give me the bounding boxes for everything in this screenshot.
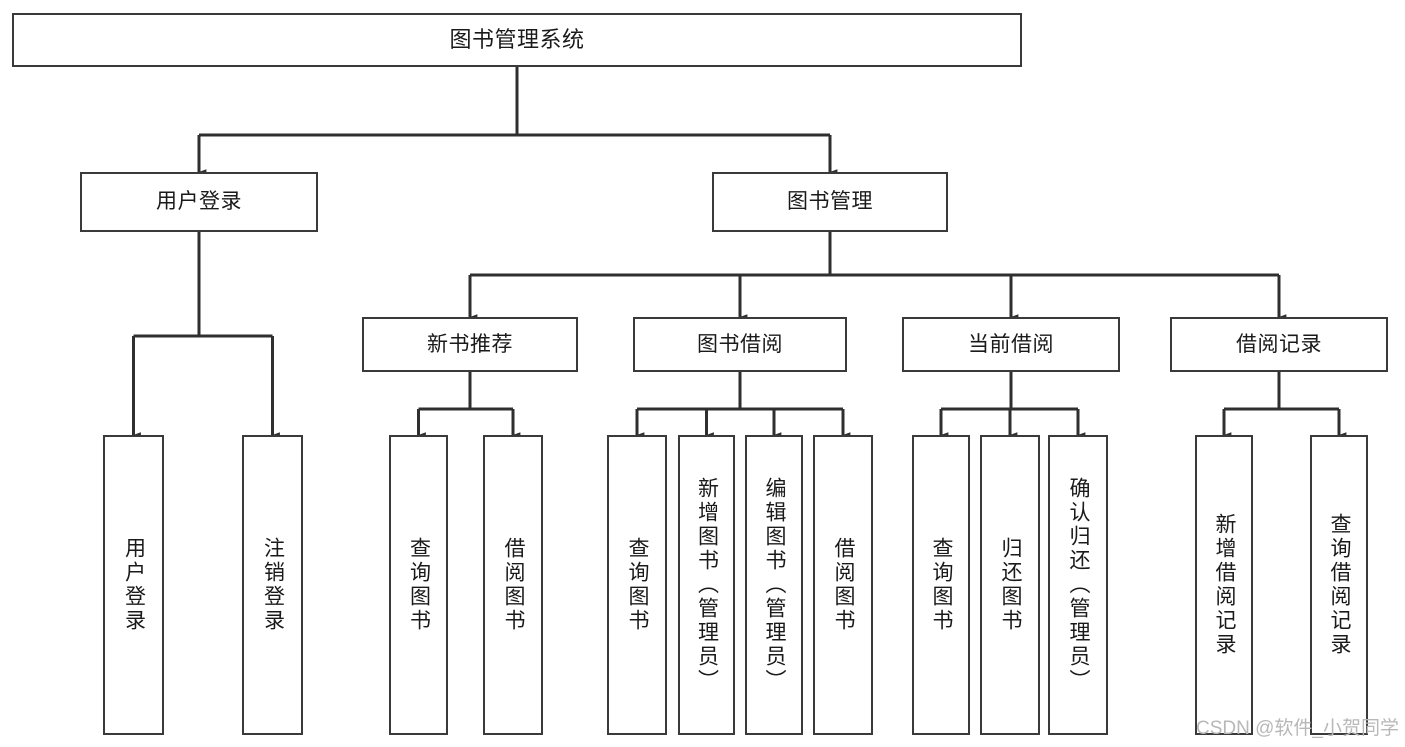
- node-box-root[interactable]: 图书管理系统: [12, 13, 1022, 67]
- node-label-borrow-record: 借阅记录: [1236, 332, 1322, 356]
- node-box-leaf-edit-book[interactable]: 编辑图书（管理员）: [745, 435, 803, 735]
- node-label-new-book-rec: 新书推荐: [427, 332, 513, 356]
- node-box-leaf-borrow-book-1[interactable]: 借阅图书: [483, 435, 543, 735]
- node-box-leaf-query-book-1[interactable]: 查询图书: [389, 435, 448, 735]
- node-label-leaf-user-logout: 注销登录: [261, 537, 285, 633]
- node-box-leaf-user-logout[interactable]: 注销登录: [242, 435, 303, 735]
- node-box-leaf-add-record[interactable]: 新增借阅记录: [1195, 435, 1253, 735]
- node-label-leaf-query-record: 查询借阅记录: [1328, 513, 1352, 657]
- node-box-leaf-user-login[interactable]: 用户登录: [103, 435, 164, 735]
- node-label-leaf-borrow-book-1: 借阅图书: [502, 537, 526, 633]
- node-box-leaf-query-book-2[interactable]: 查询图书: [607, 435, 667, 735]
- node-label-leaf-query-book-1: 查询图书: [407, 537, 431, 633]
- node-label-book-borrow: 图书借阅: [697, 332, 783, 356]
- node-box-leaf-query-record[interactable]: 查询借阅记录: [1310, 435, 1368, 735]
- node-box-leaf-add-book[interactable]: 新增图书（管理员）: [678, 435, 735, 735]
- node-box-leaf-borrow-book-2[interactable]: 借阅图书: [813, 435, 873, 735]
- node-box-leaf-query-book-3[interactable]: 查询图书: [912, 435, 970, 735]
- node-label-root: 图书管理系统: [449, 26, 585, 52]
- node-label-leaf-borrow-book-2: 借阅图书: [832, 537, 856, 633]
- node-box-current-borrow[interactable]: 当前借阅: [902, 317, 1120, 372]
- node-label-current-borrow: 当前借阅: [968, 332, 1054, 356]
- node-label-leaf-query-book-2: 查询图书: [626, 537, 650, 633]
- node-label-leaf-user-login: 用户登录: [122, 537, 146, 633]
- node-label-leaf-return-book: 归还图书: [999, 537, 1023, 633]
- node-box-book-borrow[interactable]: 图书借阅: [633, 317, 847, 372]
- node-label-leaf-confirm-return: 确认归还（管理员）: [1067, 477, 1091, 693]
- node-box-user-login[interactable]: 用户登录: [80, 172, 318, 232]
- node-label-leaf-query-book-3: 查询图书: [930, 537, 954, 633]
- node-box-leaf-return-book[interactable]: 归还图书: [980, 435, 1040, 735]
- node-label-leaf-edit-book: 编辑图书（管理员）: [763, 477, 787, 693]
- node-box-borrow-record[interactable]: 借阅记录: [1170, 317, 1388, 372]
- node-box-book-manage[interactable]: 图书管理: [712, 172, 948, 232]
- node-label-leaf-add-record: 新增借阅记录: [1213, 513, 1237, 657]
- node-label-book-manage: 图书管理: [787, 190, 873, 214]
- node-label-leaf-add-book: 新增图书（管理员）: [695, 477, 719, 693]
- node-box-new-book-rec[interactable]: 新书推荐: [362, 317, 578, 372]
- node-box-leaf-confirm-return[interactable]: 确认归还（管理员）: [1048, 435, 1108, 735]
- node-label-user-login: 用户登录: [156, 190, 242, 214]
